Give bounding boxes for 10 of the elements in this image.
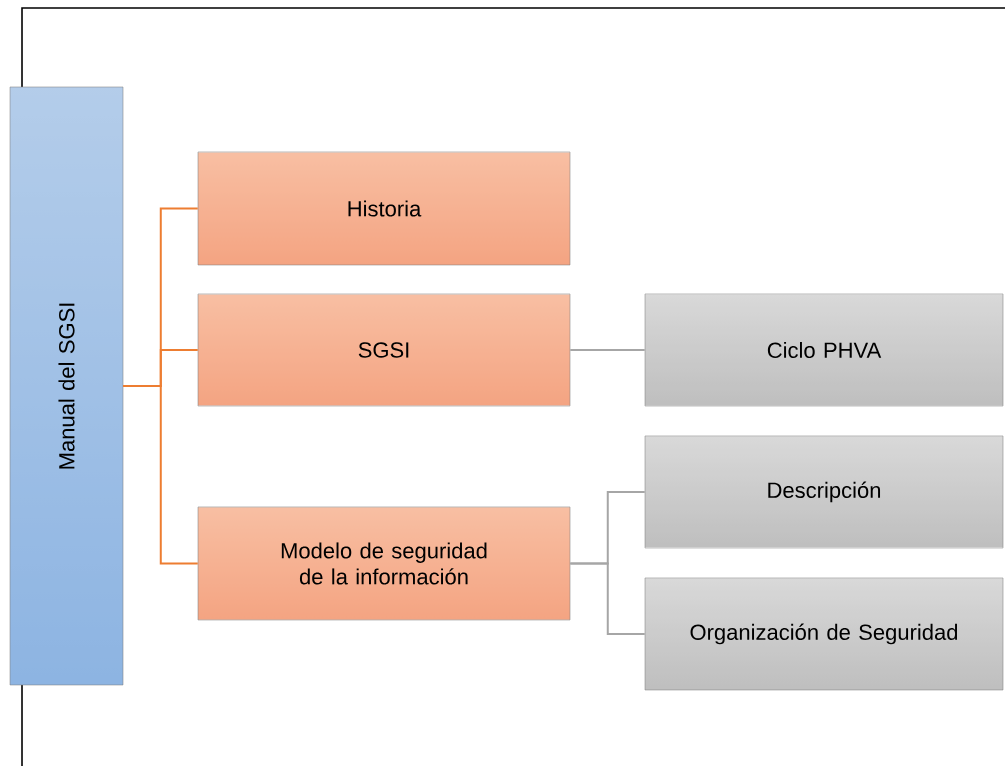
root-box: Manual del SGSI <box>9 86 124 686</box>
connector <box>569 562 646 635</box>
subsection-box: Descripción <box>644 435 1004 549</box>
subsection-box: Organización de Seguridad <box>644 577 1004 691</box>
connector <box>569 349 646 351</box>
section-box: Modelo de seguridad de la información <box>197 506 571 621</box>
section-box: Historia <box>197 151 571 266</box>
section-box: SGSI <box>197 293 571 407</box>
subsection-box: Ciclo PHVA <box>644 293 1004 407</box>
connector <box>122 385 199 565</box>
